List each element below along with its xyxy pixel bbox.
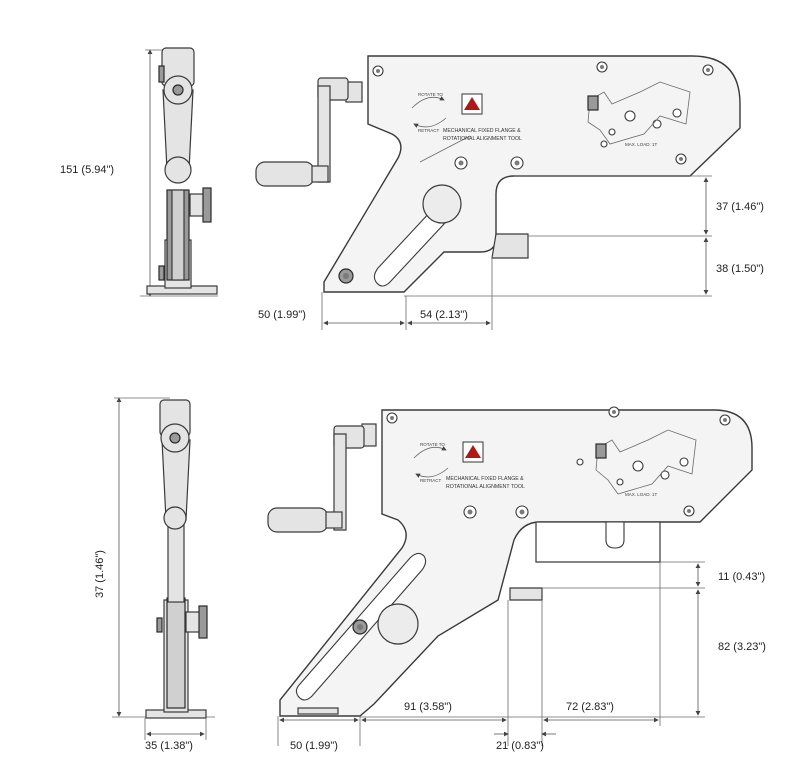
retract-label-bottom: RETRACT — [420, 478, 442, 483]
dim-upper-right-top: 37 (1.46") — [716, 201, 764, 213]
tool-label-line1-bottom: MECHANICAL FIXED FLANGE & — [446, 476, 524, 482]
rotate-label-bottom: ROTATE TO — [420, 442, 445, 447]
retract-label-top: RETRACT — [418, 128, 440, 133]
dimensions-top — [321, 175, 712, 330]
dimensions-bottom — [277, 561, 705, 746]
dim-height-top: 151 (5.94") — [60, 164, 114, 176]
side-view-bottom — [112, 397, 215, 719]
side-view-top — [140, 47, 218, 297]
front-view-top: ROTATE TO RETRACT MECHANICAL FIXED FLANG… — [255, 55, 741, 293]
dim-lower-right-bottom: 82 (3.23") — [718, 641, 766, 653]
max-load-bottom: MAX. LOAD: 1T — [625, 492, 658, 497]
dim-side-base-bottom: 35 (1.38") — [145, 740, 193, 752]
front-view-bottom: ROTATE TO RETRACT MECHANICAL FIXED FLANG… — [267, 406, 753, 717]
tool-label-line2-top: ROTATIONAL ALIGNMENT TOOL — [443, 136, 522, 142]
rotate-label-top: ROTATE TO — [418, 92, 443, 97]
tool-label-line2-bottom: ROTATIONAL ALIGNMENT TOOL — [446, 484, 525, 490]
max-load-top: MAX. LOAD: 1T — [625, 142, 658, 147]
dim-upper-right-bottom: 11 (0.43") — [718, 571, 765, 583]
dim-lower-right-top: 38 (1.50") — [716, 263, 764, 275]
dim-gap-bottom: 21 (0.83") — [496, 740, 544, 752]
dim-base-right-top: 54 (2.13") — [420, 309, 468, 321]
dim-middle-bottom: 91 (3.58") — [404, 701, 452, 713]
dim-height-bottom: 37 (1.46") — [94, 550, 106, 598]
dim-base-left-top: 50 (1.99") — [258, 309, 306, 321]
dimensions-side-bottom — [144, 718, 207, 740]
dim-right-bottom: 72 (2.83") — [566, 701, 614, 713]
dim-base-left-bottom: 50 (1.99") — [290, 740, 338, 752]
tool-label-line1-top: MECHANICAL FIXED FLANGE & — [443, 128, 521, 134]
